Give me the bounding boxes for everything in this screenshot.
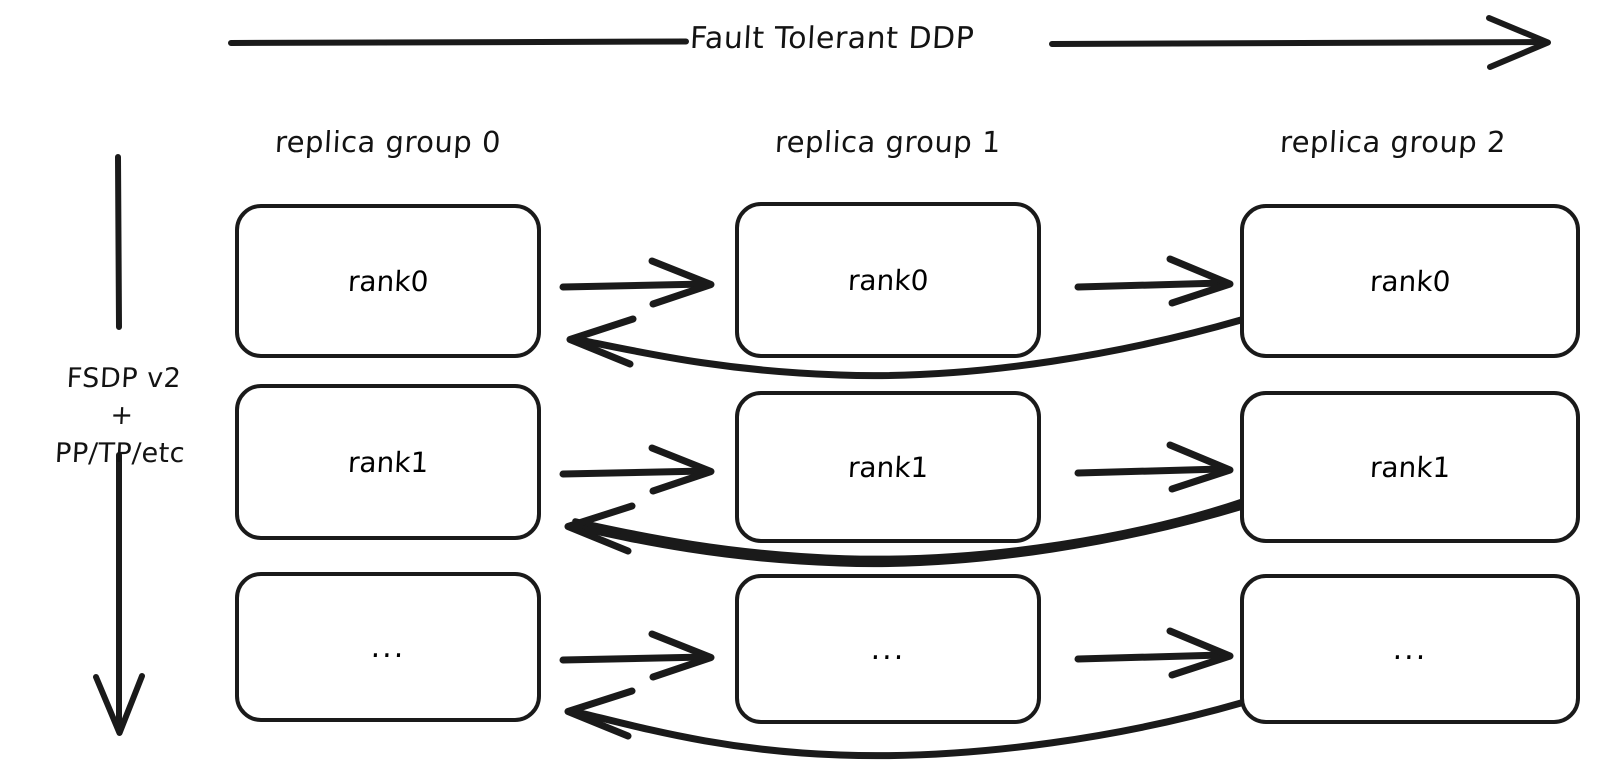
- forward-arrow-r0-c1-c2: [1074, 255, 1234, 307]
- fsdp-axis-label: FSDP v2 + PP/TP/etc: [19, 360, 225, 472]
- return-arrow-r1-c2-c0: [564, 497, 1249, 568]
- forward-arrow-r2-c0-c1: [559, 630, 715, 681]
- node-label-r2-c0: ...: [369, 629, 407, 665]
- node-box-r1-c0[interactable]: rank1: [235, 384, 541, 540]
- node-box-r2-c1[interactable]: ...: [735, 574, 1041, 724]
- node-box-r2-c0[interactable]: ...: [235, 572, 541, 722]
- node-label-r2-c2: ...: [1391, 631, 1429, 667]
- node-label-r1-c1: rank1: [846, 450, 930, 484]
- forward-arrow-r1-c0-c1: [559, 444, 715, 495]
- node-box-r1-c2[interactable]: rank1: [1240, 391, 1580, 543]
- column-header-replica-group-1: replica group 1: [774, 125, 1002, 159]
- fault-tolerant-ddp-arrow: [228, 15, 1551, 70]
- column-header-replica-group-2: replica group 2: [1279, 125, 1507, 159]
- fsdp-axis-arrow: [93, 154, 145, 736]
- fsdp-axis-label-line-2: +: [109, 400, 135, 432]
- diagram-title-label: Fault Tolerant DDP: [689, 21, 976, 56]
- column-header-replica-group-0: replica group 0: [274, 125, 502, 159]
- node-label-r1-c2: rank1: [1368, 450, 1452, 484]
- node-label-r0-c0: rank0: [346, 264, 430, 298]
- node-box-r0-c1[interactable]: rank0: [735, 202, 1041, 358]
- return-arrow-r2-c2-c0: [564, 687, 1245, 760]
- return-arrow-r0-c2-c0: [566, 315, 1245, 380]
- fsdp-axis-label-line-3: PP/TP/etc: [54, 437, 186, 469]
- fsdp-axis-label-line-1: FSDP v2: [65, 363, 183, 394]
- node-label-r1-c0: rank1: [346, 445, 430, 479]
- node-label-r2-c1: ...: [869, 631, 907, 667]
- node-label-r0-c2: rank0: [1368, 264, 1452, 298]
- node-box-r2-c2[interactable]: ...: [1240, 574, 1580, 724]
- forward-arrow-r2-c1-c2: [1074, 627, 1234, 679]
- node-box-r0-c0[interactable]: rank0: [235, 204, 541, 358]
- forward-arrow-r0-c0-c1: [559, 257, 715, 308]
- node-box-r0-c2[interactable]: rank0: [1240, 204, 1580, 358]
- node-box-r1-c1[interactable]: rank1: [735, 391, 1041, 543]
- forward-arrow-r1-c1-c2: [1074, 441, 1234, 493]
- node-label-r0-c1: rank0: [846, 263, 930, 297]
